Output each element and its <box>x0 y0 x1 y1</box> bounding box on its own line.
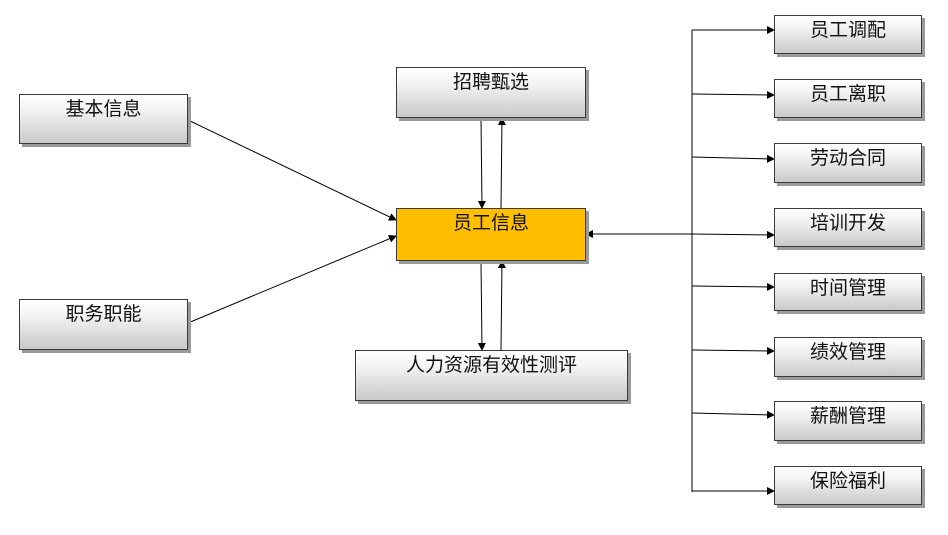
node-hr-effectiveness-evaluation: 人力资源有效性测评 <box>355 350 628 401</box>
node-label: 员工调配 <box>809 19 886 41</box>
node-label: 职务职能 <box>65 303 142 325</box>
node-label: 时间管理 <box>809 277 886 299</box>
node-time-management: 时间管理 <box>774 273 922 311</box>
node-insurance-welfare: 保险福利 <box>774 466 922 505</box>
node-label: 人力资源有效性测评 <box>405 354 577 376</box>
arrow-to-contract <box>691 154 775 163</box>
node-label: 绩效管理 <box>809 341 886 363</box>
arrow-center-to-recruit <box>497 117 506 209</box>
arrow-to-time <box>691 282 775 291</box>
arrow-evaluation-to-center <box>497 260 506 351</box>
node-label: 员工离职 <box>809 83 886 105</box>
node-training-development: 培训开发 <box>774 208 922 247</box>
node-label: 劳动合同 <box>809 147 886 169</box>
node-label: 薪酬管理 <box>809 405 886 427</box>
node-label: 招聘甄选 <box>452 71 529 93</box>
node-performance-management: 绩效管理 <box>774 337 922 377</box>
node-label: 基本信息 <box>65 98 142 120</box>
node-basic-info: 基本信息 <box>19 94 188 144</box>
arrow-duty-to-center <box>187 235 397 324</box>
node-employee-info: 员工信息 <box>396 208 586 261</box>
arrow-to-resign <box>691 90 775 99</box>
node-duty-function: 职务职能 <box>19 299 188 350</box>
arrow-center-to-evaluation <box>477 260 486 351</box>
node-labor-contract: 劳动合同 <box>774 143 922 183</box>
arrow-basic-info-to-center <box>187 119 397 221</box>
node-recruitment: 招聘甄选 <box>396 67 586 118</box>
arrow-to-salary <box>691 410 775 419</box>
node-staff-resignation: 员工离职 <box>774 79 922 118</box>
arrow-to-training <box>691 230 775 239</box>
node-label: 员工信息 <box>452 212 529 234</box>
arrow-to-performance <box>691 346 775 355</box>
node-label: 保险福利 <box>809 470 886 492</box>
arrow-recruit-to-center <box>477 117 486 209</box>
node-label: 培训开发 <box>809 212 886 234</box>
node-salary-management: 薪酬管理 <box>774 401 922 441</box>
node-staff-transfer: 员工调配 <box>774 15 922 54</box>
